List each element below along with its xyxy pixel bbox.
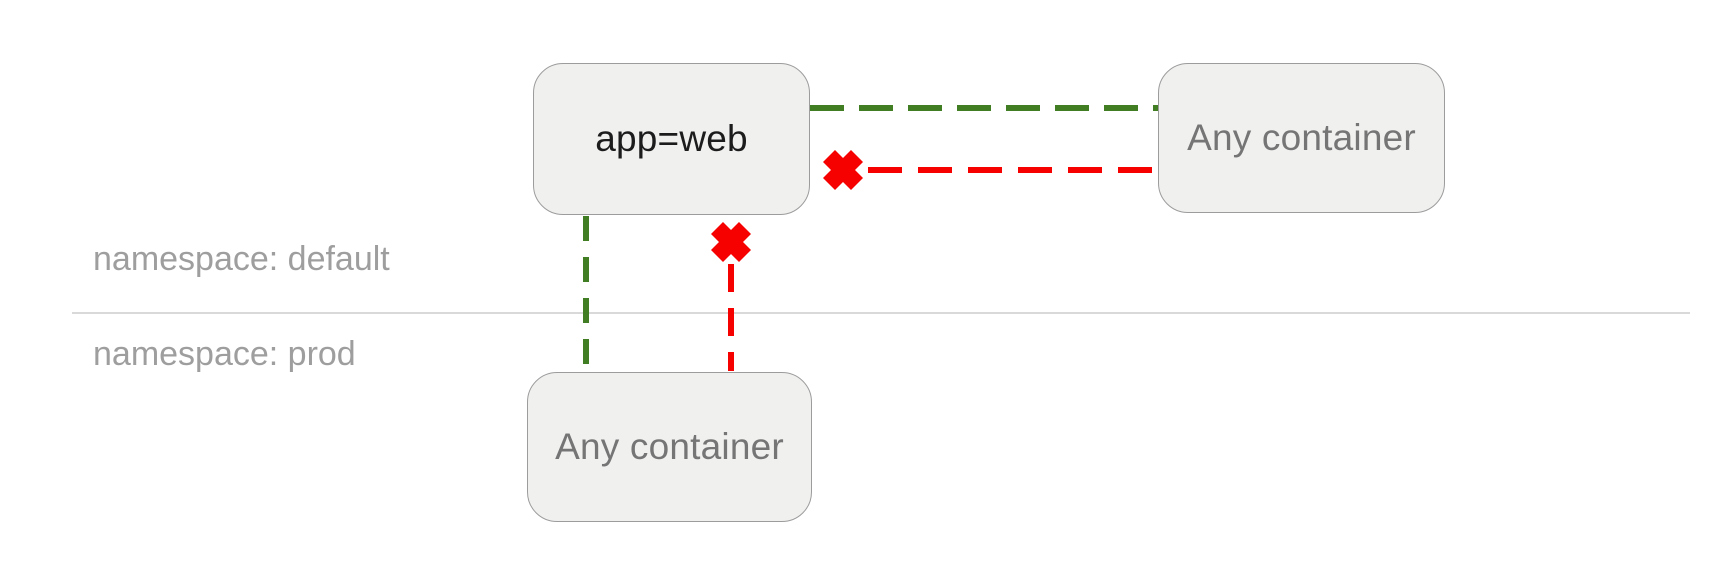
node-any-container-prod: Any container bbox=[527, 372, 812, 522]
node-any-container-default-label: Any container bbox=[1187, 117, 1416, 158]
namespace-label-default: namespace: default bbox=[93, 240, 390, 278]
node-any-container-prod-label: Any container bbox=[555, 426, 784, 467]
namespace-label-prod: namespace: prod bbox=[93, 335, 356, 373]
node-app-web-label: app=web bbox=[595, 118, 748, 159]
node-app-web: app=web bbox=[533, 63, 810, 215]
blocked-x-icon bbox=[710, 221, 752, 263]
node-any-container-default: Any container bbox=[1158, 63, 1445, 213]
namespace-divider-line bbox=[72, 312, 1690, 314]
blocked-x-icon bbox=[822, 149, 864, 191]
